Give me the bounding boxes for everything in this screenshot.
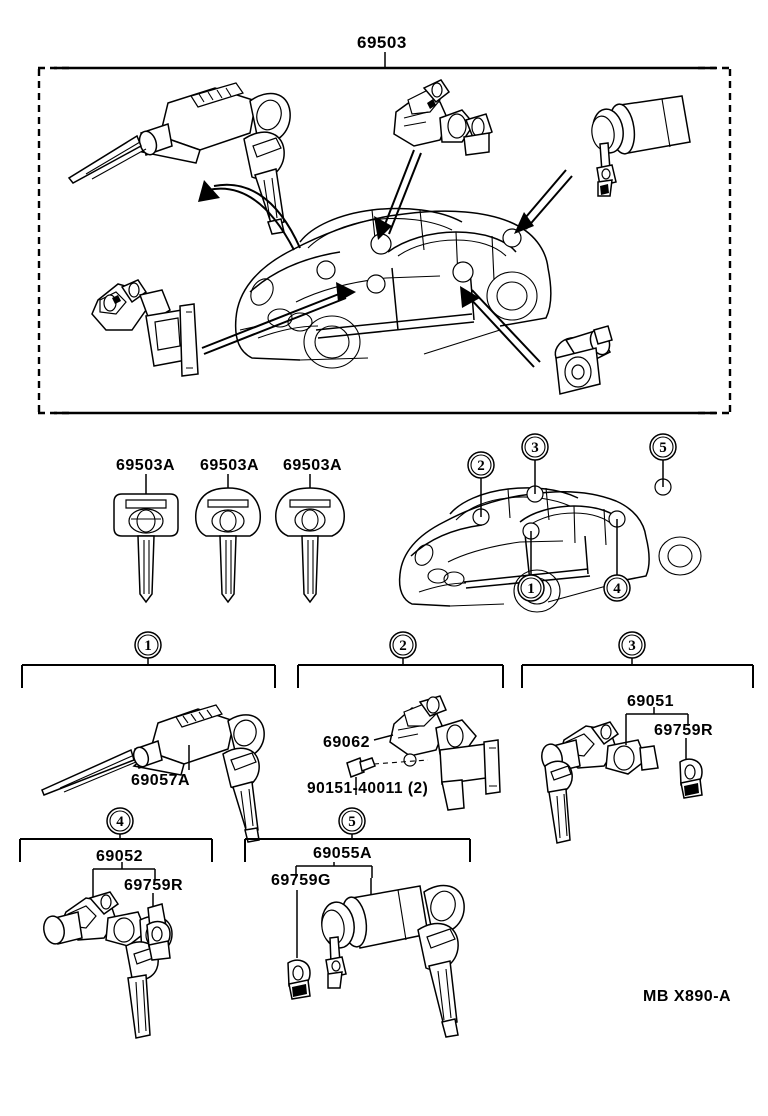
car-callout-4: 4 (613, 581, 621, 597)
panel-5-part-69759g: 69759G (271, 872, 331, 889)
car-illustration-callouts (398, 478, 702, 613)
panel-3-part-69051: 69051 (627, 693, 674, 710)
assembly-arrows (198, 149, 573, 368)
car-callout-2: 2 (477, 458, 485, 474)
panel-2: 2 (297, 631, 504, 811)
panel-1: 1 (21, 631, 276, 843)
panel-1-part-69057a: 69057A (131, 772, 191, 789)
reference-code: MB X890-A (643, 988, 732, 1005)
panel-1-number: 1 (144, 638, 152, 654)
panel-3-number: 3 (628, 638, 636, 654)
key-blank-3 (275, 474, 345, 604)
key-blank-1 (113, 474, 179, 604)
panel-2-number: 2 (399, 638, 407, 654)
key-label-3: 69503A (283, 457, 343, 474)
door-lock-assembly-top (393, 79, 493, 156)
car-callout-3: 3 (531, 440, 539, 456)
key-label-2: 69503A (200, 457, 260, 474)
panel-5-part-69055a: 69055A (313, 845, 373, 862)
panel-4-number: 4 (116, 814, 124, 830)
panel-5: 5 (244, 807, 471, 1038)
car-callout-5: 5 (659, 440, 667, 456)
panel-2-part-69062: 69062 (323, 734, 370, 751)
panel-4-part-69052: 69052 (96, 848, 143, 865)
panel-4-part-69759r: 69759R (124, 877, 184, 894)
car-callout-1: 1 (527, 581, 535, 597)
car-callout-markers: 1 2 3 4 5 (467, 433, 677, 602)
main-assembly-label: 69503 (357, 33, 407, 52)
trunk-lock-cylinder-top (591, 95, 691, 197)
main-assembly-frame (37, 66, 732, 415)
panel-3-part-69759r: 69759R (654, 722, 714, 739)
panel-5-number: 5 (348, 814, 356, 830)
key-blank-2 (194, 474, 262, 604)
panel-3: 3 (521, 631, 754, 844)
door-lock-striker-left (91, 279, 199, 377)
car-illustration-main (234, 207, 552, 369)
key-label-1: 69503A (116, 457, 176, 474)
panel-4: 4 (19, 807, 213, 1039)
panel-2-part-90151: 90151-40011 (2) (307, 780, 429, 797)
ignition-lock-cylinder-top (67, 82, 291, 235)
door-lock-cylinder-right (554, 325, 613, 395)
